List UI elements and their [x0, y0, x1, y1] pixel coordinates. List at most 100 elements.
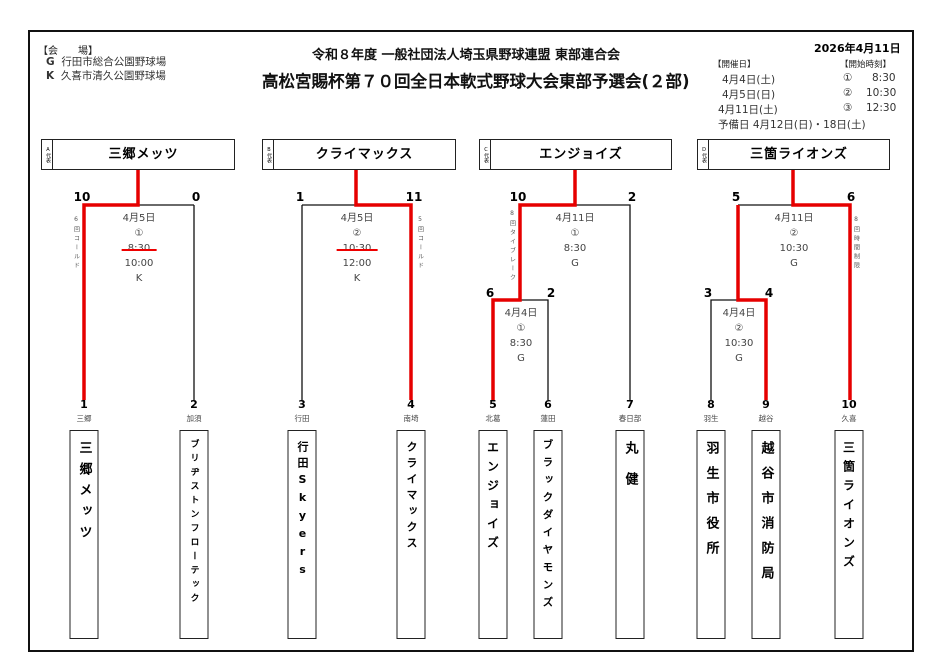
- team-name: 羽生市役所: [703, 441, 719, 566]
- slot-mark: ②: [843, 87, 853, 99]
- team-number: 3: [298, 398, 306, 411]
- rep-box-d: D代表三箇ライオンズ: [697, 139, 890, 170]
- team-number: 10: [841, 398, 857, 411]
- score: 10: [509, 190, 527, 204]
- match-venue: K: [135, 273, 143, 284]
- reserve-days: 予備日 4月12日(日)・18日(土): [718, 119, 866, 131]
- match-slot: ①: [134, 228, 144, 239]
- game-note: 8回タイブレーク: [508, 210, 516, 283]
- rep-box-b: B代表 クライマックス: [262, 139, 456, 170]
- schedule-date: 4月4日(土): [722, 74, 776, 86]
- score: 2: [627, 190, 637, 204]
- match-info: 4月5日 ② 10:30 12:00 K: [336, 211, 378, 286]
- team-number: 2: [190, 398, 198, 411]
- team-number: 5: [489, 398, 497, 411]
- match-venue: G: [735, 353, 743, 364]
- rep-winner: クライマックス: [315, 147, 414, 162]
- match-venue: G: [790, 258, 798, 269]
- winner-path: [736, 205, 768, 400]
- match-time: 8:30: [563, 243, 587, 254]
- match-date: 4月5日: [122, 213, 156, 224]
- slot-mark: ①: [843, 72, 853, 84]
- match-time: 10:30: [724, 338, 754, 349]
- venue-code: G: [46, 56, 55, 68]
- score: 2: [546, 286, 556, 300]
- match-info: 4月11日 ① 8:30 G: [555, 211, 594, 271]
- team-city: 行田: [294, 414, 310, 423]
- score: 0: [191, 190, 201, 204]
- team-city: 南埼: [403, 414, 419, 423]
- team-name: 三箇ライオンズ: [841, 441, 856, 574]
- score: 10: [73, 190, 91, 204]
- rep-label: B代表: [263, 140, 274, 169]
- score: 6: [846, 190, 856, 204]
- winner-path: [491, 169, 577, 400]
- match-date: 4月4日: [722, 308, 756, 319]
- match-info: 4月4日 ② 10:30 G: [723, 306, 756, 366]
- game-note: 8回時間制限: [852, 216, 860, 271]
- match-slot: ①: [516, 323, 526, 334]
- match-date: 4月11日: [774, 213, 814, 224]
- team-name: エンジョイズ: [485, 441, 500, 555]
- match-time: 10:00: [124, 258, 154, 269]
- score: 4: [764, 286, 774, 300]
- rep-winner: エンジョイズ: [539, 147, 623, 162]
- title-line1: 令和８年度 一般社団法人埼玉県野球連盟 東部連合会: [312, 48, 621, 63]
- rep-label: A代表: [42, 140, 53, 169]
- match-date: 4月5日: [340, 213, 374, 224]
- match-slot: ②: [789, 228, 799, 239]
- slot-mark: ③: [843, 102, 853, 114]
- team-box: 三郷メッツ: [69, 430, 99, 639]
- team-box: クライマックス: [396, 430, 426, 639]
- match-time-old: 10:30: [336, 243, 378, 254]
- score: 11: [405, 190, 423, 204]
- team-box: 羽生市役所: [696, 430, 726, 639]
- team-box: エンジョイズ: [478, 430, 508, 639]
- score: 3: [703, 286, 713, 300]
- match-info: 4月11日 ② 10:30 G: [774, 211, 813, 271]
- slot-time: 10:30: [866, 87, 897, 99]
- rep-box-c: C代表 エンジョイズ: [479, 139, 672, 170]
- match-venue: G: [571, 258, 579, 269]
- venue-g: G 行田市総合公園野球場: [46, 54, 166, 69]
- venue-name: 久喜市清久公園野球場: [60, 70, 166, 82]
- team-city: 久喜: [841, 414, 857, 423]
- team-box: ブラックダイヤモンズ: [533, 430, 563, 639]
- match-date: 4月11日: [555, 213, 595, 224]
- bracket-line: [520, 299, 549, 400]
- winner-path: [82, 169, 140, 400]
- schedule-date: 4月5日(日): [722, 89, 776, 101]
- team-name: 丸健: [622, 441, 638, 503]
- team-box: ブリヂストンフローテック: [179, 430, 209, 639]
- slot-time: 8:30: [872, 72, 896, 84]
- winner-path: [791, 169, 852, 400]
- match-slot: ②: [352, 228, 362, 239]
- venue-code: K: [46, 70, 55, 82]
- bracket-line: [575, 204, 631, 400]
- score: 6: [485, 286, 495, 300]
- match-slot: ①: [570, 228, 580, 239]
- rep-winner: 三郷メッツ: [108, 147, 179, 162]
- match-time: 8:30: [509, 338, 533, 349]
- score: 1: [295, 190, 305, 204]
- rep-label: C代表: [480, 140, 491, 169]
- schedule-date: 4月11日(土): [718, 104, 778, 116]
- team-name: 行田Skyers: [296, 441, 309, 581]
- match-time-old: 8:30: [121, 243, 157, 254]
- team-name: クライマックス: [405, 441, 418, 553]
- score: 5: [731, 190, 741, 204]
- team-box: 三箇ライオンズ: [834, 430, 864, 639]
- rep-box-a: A代表 三郷メッツ: [41, 139, 235, 170]
- team-city: 加須: [186, 414, 202, 423]
- team-name: ブラックダイヤモンズ: [541, 439, 554, 614]
- team-city: 三郷: [76, 414, 92, 423]
- match-time: 12:00: [342, 258, 372, 269]
- match-venue: G: [517, 353, 525, 364]
- match-time: 10:30: [779, 243, 809, 254]
- team-name: 三郷メッツ: [76, 441, 92, 546]
- document-date: 2026年4月11日: [814, 42, 901, 55]
- team-number: 4: [407, 398, 415, 411]
- rep-label: D代表: [698, 140, 709, 169]
